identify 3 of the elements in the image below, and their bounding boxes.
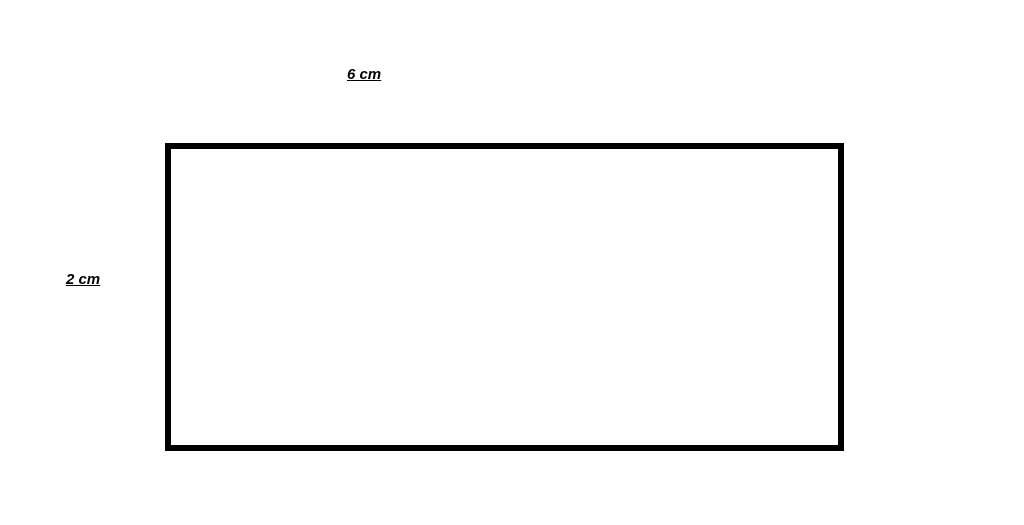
rectangle: [165, 143, 844, 451]
dimension-label: 2 cm: [66, 269, 101, 289]
dimension-label: 6 cm: [347, 64, 382, 84]
